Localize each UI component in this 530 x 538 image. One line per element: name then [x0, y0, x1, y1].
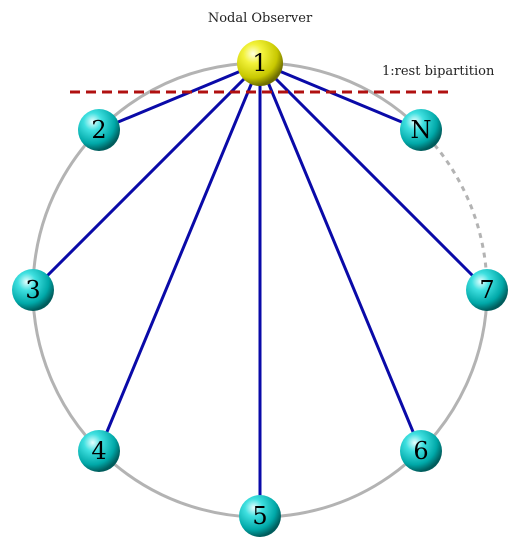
observer-caption: Nodal Observer: [208, 11, 313, 26]
node-label: 6: [413, 437, 428, 465]
node-6: 6: [400, 430, 442, 472]
edge-1-4: [97, 61, 262, 453]
node-2: 2: [78, 109, 120, 151]
node-label: 5: [252, 502, 267, 530]
bipartition-caption: 1:rest bipartition: [382, 64, 495, 79]
node-label: 1: [252, 49, 267, 77]
node-label: 2: [91, 116, 106, 144]
node-N: N: [400, 109, 442, 151]
node-label: 4: [91, 437, 106, 465]
edges: [31, 61, 489, 519]
edge-1-7: [258, 61, 489, 292]
node-observer: 1: [237, 40, 283, 86]
node-label: 7: [479, 276, 494, 304]
node-3: 3: [12, 269, 54, 311]
edge-1-N: [258, 61, 423, 132]
node-4: 4: [78, 430, 120, 472]
node-5: 5: [239, 495, 281, 537]
ring-dashed-arc: [419, 128, 489, 291]
edge-1-3: [31, 61, 262, 292]
node-7: 7: [466, 269, 508, 311]
edge-1-6: [258, 61, 423, 453]
node-label: N: [411, 116, 432, 144]
edge-1-2: [97, 61, 262, 132]
node-label: 3: [25, 276, 40, 304]
